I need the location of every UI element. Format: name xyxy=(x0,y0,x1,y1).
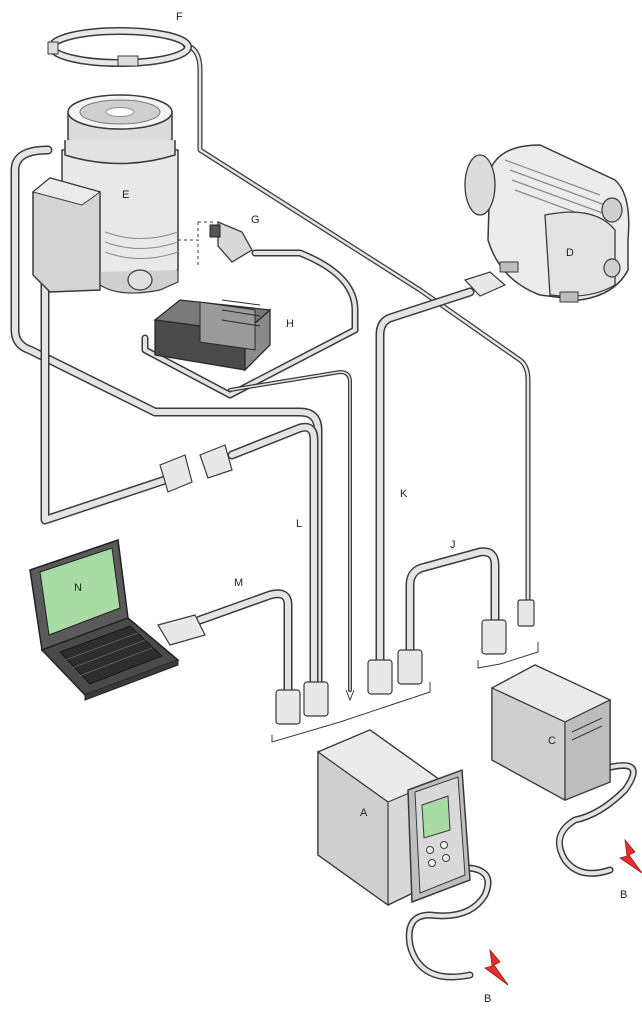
vent-valve-g xyxy=(209,221,253,263)
connector-a3 xyxy=(367,659,393,695)
power-symbol-icon xyxy=(619,838,642,874)
connector-mid-2 xyxy=(199,444,233,479)
connector-d xyxy=(463,271,507,297)
cables xyxy=(10,42,637,981)
label-m: M xyxy=(234,577,243,589)
label-g: G xyxy=(251,214,260,226)
label-b-c: B xyxy=(620,889,627,901)
power-supply-c xyxy=(490,664,612,802)
label-k: K xyxy=(400,488,408,500)
cooling-fan-h xyxy=(153,299,272,372)
connector-c1 xyxy=(481,619,507,655)
power-symbol-icon xyxy=(484,948,509,986)
cable-M xyxy=(195,589,293,695)
label-f: F xyxy=(176,11,183,23)
connector-a4 xyxy=(397,649,423,685)
controller-a-button-2 xyxy=(440,841,448,849)
label-c: C xyxy=(548,735,556,747)
label-b-a: B xyxy=(484,993,491,1005)
controller-a-button-4 xyxy=(442,854,450,862)
connectors xyxy=(157,271,539,743)
controller-a-button-3 xyxy=(428,859,436,867)
label-d: D xyxy=(566,247,574,259)
connector-c2 xyxy=(517,599,535,627)
clamp-ring-f xyxy=(47,27,192,67)
laptop-screen xyxy=(39,547,121,636)
connector-mid-1 xyxy=(159,454,193,493)
label-j: J xyxy=(450,539,456,551)
connector-a1 xyxy=(275,689,301,725)
label-h: H xyxy=(286,318,294,330)
controller-a-screen xyxy=(421,795,451,839)
connector-m-end xyxy=(157,614,206,646)
laptop-n xyxy=(29,538,180,701)
controller-a xyxy=(316,729,471,907)
connector-a2 xyxy=(303,681,329,717)
label-l: L xyxy=(296,518,302,530)
backing-pump-d xyxy=(464,144,630,303)
bracket-c xyxy=(477,642,539,669)
turbo-pump-e xyxy=(31,94,215,294)
label-a: A xyxy=(360,807,368,819)
cable-K xyxy=(375,287,475,670)
label-e: E xyxy=(122,189,129,201)
controller-a-button-1 xyxy=(426,846,434,854)
bracket-a xyxy=(271,682,431,743)
cable-L xyxy=(227,422,319,695)
label-n: N xyxy=(74,582,82,594)
